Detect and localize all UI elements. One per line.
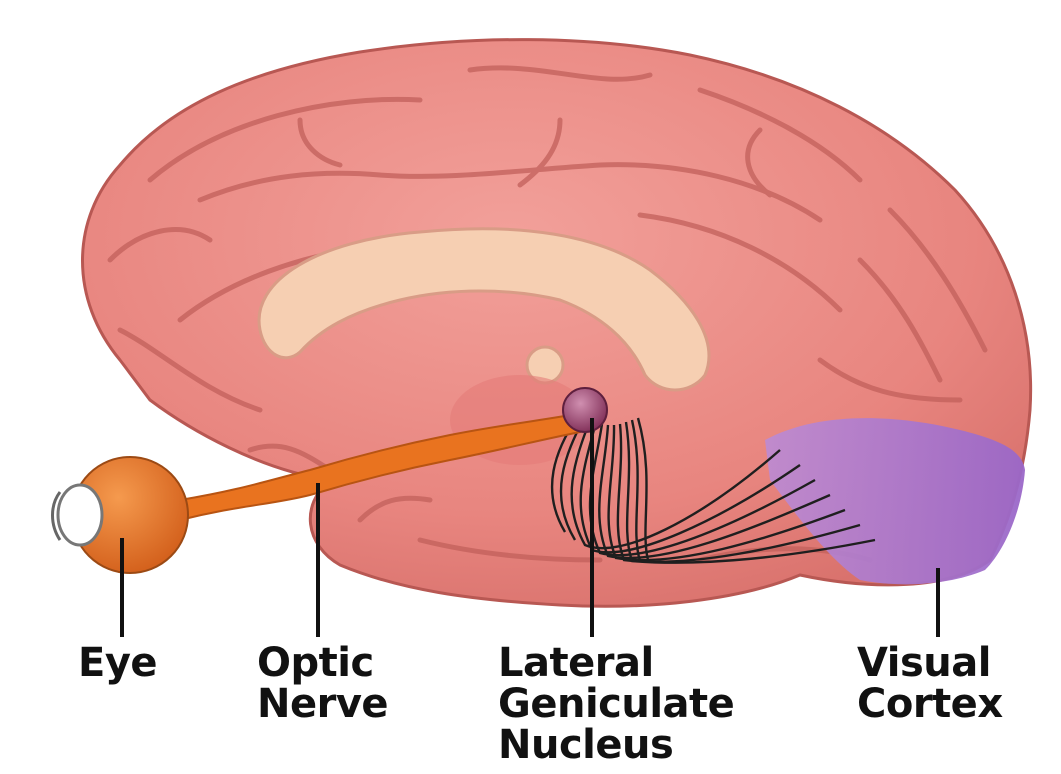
lgn-label: Lateral Geniculate Nucleus: [498, 643, 734, 766]
lgn-label-line-3: Nucleus: [498, 725, 734, 766]
visual-cortex-label: Visual Cortex: [857, 643, 1003, 725]
optic-nerve-label: Optic Nerve: [257, 643, 388, 725]
optic-nerve-label-line-1: Optic: [257, 643, 388, 684]
visual-cortex-label-line-2: Cortex: [857, 684, 1003, 725]
visual-cortex-label-line-1: Visual: [857, 643, 1003, 684]
eye-label: Eye: [78, 643, 157, 684]
optic-nerve-label-line-2: Nerve: [257, 684, 388, 725]
lateral-geniculate-nucleus: [563, 388, 607, 432]
lgn-label-line-2: Geniculate: [498, 684, 734, 725]
eye-label-line-1: Eye: [78, 643, 157, 684]
lgn-label-line-1: Lateral: [498, 643, 734, 684]
